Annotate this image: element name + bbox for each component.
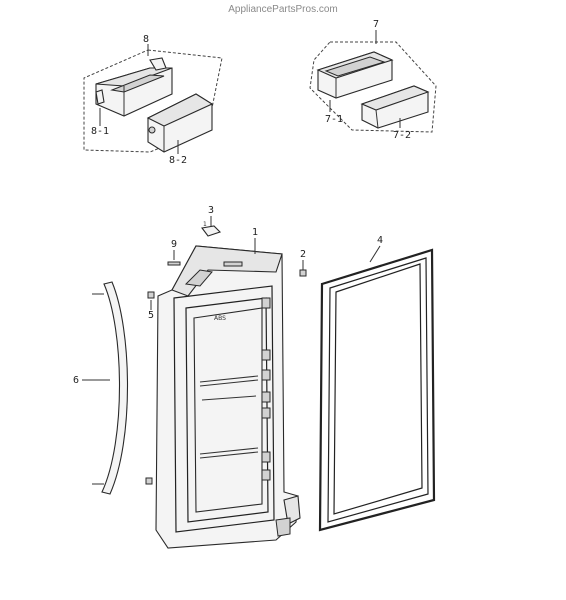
screw-5 — [145, 291, 155, 485]
door-assembly-1: ABS — [155, 245, 301, 549]
bin-cover-8-2 — [146, 93, 214, 153]
callout-3: 3 — [208, 205, 214, 216]
bin-assembly-8 — [83, 44, 223, 154]
callout-7-1: 7-1 — [325, 114, 343, 125]
door-gasket-4 — [318, 248, 436, 532]
leader-4 — [369, 245, 381, 263]
abs-mark: ABS — [214, 315, 226, 322]
svg-text:1: 1 — [203, 221, 207, 228]
callout-6: 6 — [73, 375, 79, 386]
callout-8: 8 — [143, 34, 149, 45]
callout-8-1: 8-1 — [91, 126, 109, 137]
callout-4: 4 — [377, 235, 383, 246]
bin-shelf-8-1 — [95, 57, 173, 117]
hinge-cap-3: 1 — [201, 216, 222, 237]
screw-2 — [299, 260, 307, 277]
callout-2: 2 — [300, 249, 306, 260]
guard-7-2 — [360, 85, 430, 129]
callout-1: 1 — [252, 227, 258, 238]
callout-5: 5 — [148, 310, 154, 321]
guard-7-1 — [316, 51, 394, 99]
callout-9: 9 — [171, 239, 177, 250]
guard-assembly-7 — [309, 30, 437, 133]
callout-7: 7 — [373, 19, 379, 30]
callout-8-2: 8-2 — [169, 155, 187, 166]
door-handle-6 — [82, 281, 128, 495]
watermark-text: AppliancePartsPros.com — [228, 4, 338, 15]
callout-7-2: 7-2 — [393, 130, 411, 141]
label-9 — [167, 250, 181, 266]
